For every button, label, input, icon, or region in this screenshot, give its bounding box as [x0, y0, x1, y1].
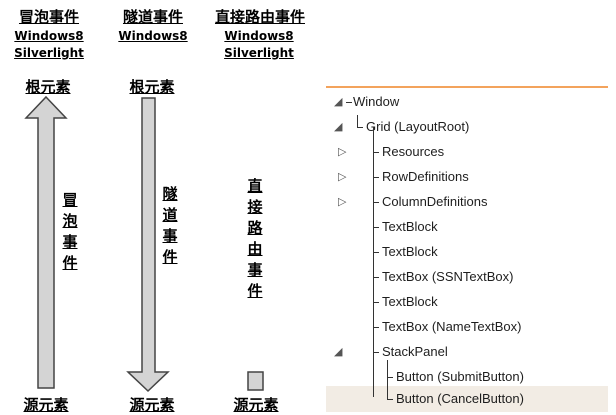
tree-connector: [373, 202, 379, 203]
tree-item-stackpanel[interactable]: ◢ StackPanel: [326, 340, 608, 364]
tree-item-label: TextBlock: [382, 244, 438, 259]
tree-item-label: TextBox (NameTextBox): [382, 319, 522, 334]
tree-item-textbox-ssn[interactable]: TextBox (SSNTextBox): [326, 265, 608, 289]
bubble-vertical-label: 冒泡事件: [62, 191, 78, 272]
bubble-root-label: 根元素: [25, 78, 71, 96]
tree-item-textblock[interactable]: TextBlock: [326, 240, 608, 264]
tree-connector: [373, 352, 379, 353]
tree-item-columndefinitions[interactable]: ▷ ColumnDefinitions: [326, 190, 608, 214]
tree-connector: [387, 399, 393, 400]
tree-item-textbox-name[interactable]: TextBox (NameTextBox): [326, 315, 608, 339]
tree-item-label: StackPanel: [382, 344, 448, 359]
tree-connector: [346, 102, 352, 103]
direct-source-box: [247, 371, 264, 391]
tree-item-window[interactable]: ◢ Window: [326, 90, 608, 114]
tree-connector: [373, 127, 374, 397]
tree-connector: [373, 177, 379, 178]
tree-item-textblock[interactable]: TextBlock: [326, 290, 608, 314]
tree-item-label: Window: [353, 94, 400, 109]
tree-connector: [387, 377, 393, 378]
tree-item-resources[interactable]: ▷ Resources: [326, 140, 608, 164]
direct-vertical-label: 直接路由事件: [247, 177, 263, 300]
collapsed-triangle-icon[interactable]: ▷: [338, 171, 347, 183]
tunnel-platform-1: Windows8: [118, 29, 188, 43]
tree-item-label: RowDefinitions: [382, 169, 469, 184]
xaml-tree-panel: ◢ Window ◢ Grid (LayoutRoot) ▷ Resources…: [326, 86, 608, 412]
bubble-title: 冒泡事件: [18, 8, 79, 26]
collapsed-triangle-icon[interactable]: ▷: [338, 146, 347, 158]
collapsed-triangle-icon[interactable]: ▷: [338, 196, 347, 208]
tree-item-submitbutton[interactable]: Button (SubmitButton): [326, 365, 608, 389]
tunnel-vertical-label: 隧道事件: [162, 185, 178, 266]
tree-connector: [373, 277, 379, 278]
direct-platform-2: Silverlight: [224, 46, 294, 60]
tree-connector: [373, 327, 379, 328]
tree-item-label: Resources: [382, 144, 445, 159]
tree-item-label: TextBlock: [382, 294, 438, 309]
tree-item-label: TextBox (SSNTextBox): [382, 269, 514, 284]
tree-item-cancelbutton[interactable]: Button (CancelButton): [326, 386, 608, 412]
tunnel-source-label: 源元素: [129, 396, 175, 414]
tunnel-title: 隧道事件: [122, 8, 183, 26]
bubble-platform-1: Windows8: [14, 29, 84, 43]
direct-platform-1: Windows8: [224, 29, 294, 43]
bubble-source-label: 源元素: [23, 396, 69, 414]
tree-item-label: Button (CancelButton): [396, 391, 524, 406]
direct-title: 直接路由事件: [214, 8, 305, 26]
tree-item-rowdefinitions[interactable]: ▷ RowDefinitions: [326, 165, 608, 189]
direct-source-label: 源元素: [233, 396, 279, 414]
tree-connector: [357, 115, 358, 127]
tree-connector: [357, 127, 363, 128]
expanded-triangle-icon[interactable]: ◢: [334, 121, 343, 133]
tree-connector: [373, 227, 379, 228]
bubble-platform-2: Silverlight: [14, 46, 84, 60]
tree-item-grid[interactable]: ◢ Grid (LayoutRoot): [326, 115, 608, 139]
tunnel-root-label: 根元素: [129, 78, 175, 96]
expanded-triangle-icon[interactable]: ◢: [334, 346, 343, 358]
tree-item-label: Grid (LayoutRoot): [366, 119, 470, 134]
tree-connector: [373, 152, 379, 153]
tree-item-label: TextBlock: [382, 219, 438, 234]
arrows-canvas: [24, 95, 264, 393]
tree-top-accent: [326, 86, 608, 88]
tree-item-label: Button (SubmitButton): [396, 369, 524, 384]
tree-item-textblock[interactable]: TextBlock: [326, 215, 608, 239]
expanded-triangle-icon[interactable]: ◢: [334, 96, 343, 108]
bubble-arrow-up: [24, 95, 68, 389]
tree-connector: [373, 302, 379, 303]
tunnel-arrow-down: [126, 97, 170, 393]
tree-connector: [387, 360, 388, 400]
tree-connector: [373, 252, 379, 253]
tree-item-label: ColumnDefinitions: [382, 194, 488, 209]
